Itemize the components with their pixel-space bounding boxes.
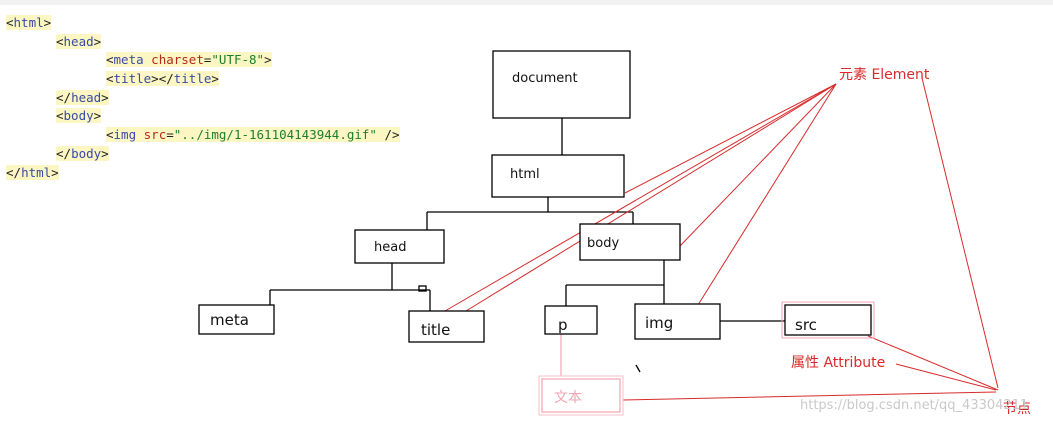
code-line: </head>	[6, 89, 400, 108]
code-token: =	[166, 127, 174, 143]
code-line-text: <html>	[6, 15, 52, 30]
node-document: document	[492, 50, 631, 119]
annotation-attribute-label: 属性 Attribute	[791, 355, 885, 371]
code-line: <meta charset="UTF-8">	[6, 51, 400, 70]
code-line-text: <img src="../img/1-161104143944.gif" />	[106, 127, 400, 143]
code-line-text: </body>	[56, 145, 109, 161]
node-text-label: 文本	[554, 390, 582, 406]
connector-marker	[418, 285, 427, 292]
node-img-label: img	[645, 314, 673, 332]
code-line-text: </head>	[56, 89, 109, 105]
code-token: head	[71, 89, 102, 105]
code-line-text: <meta charset="UTF-8">	[106, 52, 272, 68]
code-token: >	[101, 145, 109, 161]
code-token: title	[173, 71, 212, 87]
code-line: <head>	[6, 33, 400, 52]
stray-mark	[635, 364, 641, 373]
code-token: src	[143, 127, 167, 143]
code-token: <	[106, 71, 114, 87]
annotation-element-label: 元素 Element	[839, 67, 930, 83]
node-head-label: head	[374, 240, 406, 255]
code-token: >	[211, 71, 219, 87]
code-token: >	[93, 33, 102, 49]
node-document-label: document	[512, 71, 578, 86]
node-text: 文本	[538, 375, 624, 416]
code-line: </html>	[6, 164, 400, 183]
code-line-text: <head>	[56, 33, 102, 49]
watermark-text: https://blog.csdn.net/qq_43304211	[800, 398, 1028, 413]
code-token: >	[93, 108, 102, 124]
code-line: <html>	[6, 14, 400, 33]
code-token: </	[6, 164, 22, 180]
annotation-line-element-node	[921, 77, 999, 389]
node-html: html	[491, 154, 625, 198]
code-token: <	[106, 127, 114, 143]
code-token: img	[113, 127, 144, 143]
node-img: img	[634, 303, 721, 340]
code-token: <	[106, 52, 114, 68]
code-line: <body>	[6, 107, 400, 126]
node-title: title	[408, 310, 485, 343]
code-token: ></	[151, 71, 174, 87]
code-token: body	[71, 145, 102, 161]
code-line-text: <body>	[56, 108, 102, 124]
code-token: <	[56, 108, 64, 124]
node-meta: meta	[198, 304, 275, 335]
code-line: <img src="../img/1-161104143944.gif" />	[6, 126, 400, 145]
annotation-line-img	[697, 83, 837, 306]
annotation-line-head	[444, 83, 837, 312]
node-meta-label: meta	[210, 311, 249, 329]
code-line-text: </html>	[6, 164, 59, 180]
code-token: >	[101, 89, 109, 105]
top-bar	[0, 0, 1053, 5]
node-body-label: body	[587, 236, 619, 251]
annotation-line-body	[679, 83, 837, 247]
annotation-lines	[444, 77, 999, 401]
code-token: title	[113, 71, 152, 87]
tree-connectors	[269, 118, 785, 373]
code-token: <	[56, 33, 64, 49]
code-line-text: <title></title>	[106, 71, 219, 87]
node-head: head	[354, 229, 445, 264]
code-token: "UTF-8"	[211, 52, 265, 68]
annotation-line-title	[465, 83, 837, 312]
code-token: charset	[151, 52, 204, 68]
code-token: head	[63, 33, 94, 49]
node-p-label: p	[558, 316, 568, 334]
code-token: html	[13, 15, 44, 30]
code-token: >	[51, 164, 59, 180]
node-src: src	[781, 301, 875, 339]
annotation-line-src-node	[867, 335, 999, 391]
annotation-line-html	[624, 83, 837, 194]
code-token: =	[203, 52, 212, 68]
code-line: <title></title>	[6, 70, 400, 89]
code-line: </body>	[6, 145, 400, 164]
code-token: <	[6, 15, 14, 30]
node-src-label: src	[795, 316, 817, 334]
code-token: html	[21, 164, 52, 180]
code-token: meta	[113, 52, 152, 68]
node-p: p	[544, 305, 598, 335]
code-token: </	[56, 145, 72, 161]
code-token: "../img/1-161104143944.gif"	[173, 127, 377, 143]
code-token: />	[376, 127, 400, 143]
code-token: >	[264, 52, 272, 68]
code-token: </	[56, 89, 72, 105]
node-body: body	[579, 223, 681, 261]
code-token: body	[63, 108, 94, 124]
annotation-line-attribute-node	[895, 363, 997, 391]
node-title-label: title	[421, 321, 450, 339]
annotation-line-text-node	[621, 391, 997, 401]
code-token: >	[43, 15, 52, 30]
annotation-node-label: 节点	[1003, 401, 1031, 417]
node-html-label: html	[510, 167, 540, 182]
code-listing: <html><head><meta charset="UTF-8"><title…	[6, 14, 400, 182]
